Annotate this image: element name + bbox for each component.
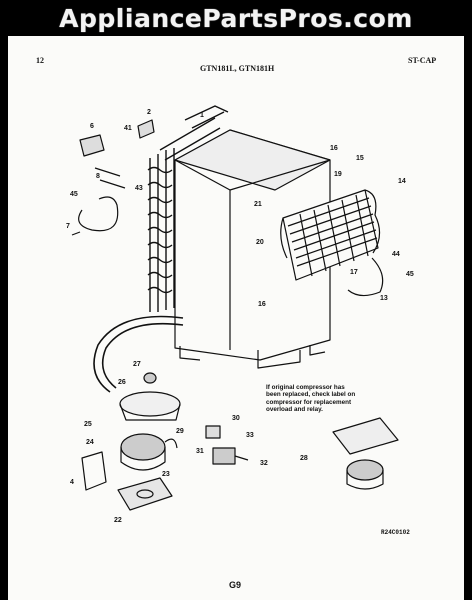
watermark: AppliancePartsPros.com [59, 4, 413, 33]
callout: 30 [232, 415, 240, 422]
condenser-coil [147, 105, 229, 312]
diagram-code: R24C0102 [381, 529, 410, 536]
callout: 23 [162, 471, 170, 478]
callout: 32 [260, 460, 268, 467]
callout: 19 [334, 171, 342, 178]
note-line: overload and relay. [266, 406, 323, 414]
callout: 45 [406, 271, 414, 278]
callout: 29 [176, 428, 184, 435]
callout: 13 [380, 295, 388, 302]
callout: 21 [254, 201, 262, 208]
callout: 7 [66, 223, 70, 230]
section-code: ST-CAP [408, 56, 437, 65]
callout: 16 [330, 145, 338, 152]
callout: 15 [356, 155, 364, 162]
relay-parts [205, 425, 249, 465]
callout: 6 [90, 123, 94, 130]
callout: 33 [246, 432, 254, 439]
side-bracket [81, 451, 107, 491]
callout: 17 [350, 269, 358, 276]
refrigerator-cabinet [174, 129, 331, 369]
callout: 28 [300, 455, 308, 462]
model-numbers: GTN181L, GTN181H [200, 64, 275, 73]
evaporator-coil [280, 189, 381, 281]
drain-pan [119, 372, 181, 421]
callout: 26 [118, 379, 126, 386]
callout: 2 [147, 109, 151, 116]
replacement-compressor [332, 417, 399, 490]
note-line: If original compressor has [266, 384, 345, 391]
drain-tube [93, 315, 184, 393]
callout: 45 [70, 191, 78, 198]
callout: 25 [84, 421, 92, 428]
note-line: compressor for replacement [266, 398, 352, 406]
cord-and-bracket [71, 119, 155, 236]
callout: 20 [256, 239, 264, 246]
callout: 22 [114, 517, 122, 524]
compressor-note: If original compressor has been replaced… [266, 384, 355, 414]
page-footer: G9 [229, 580, 242, 590]
compressor-mount [117, 477, 173, 511]
callout: 27 [133, 361, 141, 368]
callout: 31 [196, 448, 204, 455]
callout: 4 [70, 479, 74, 486]
callout: 8 [96, 173, 100, 180]
callout: 14 [398, 178, 406, 185]
page-number: 12 [36, 56, 44, 65]
callout: 16 [258, 301, 266, 308]
callout: 41 [124, 125, 132, 132]
suction-line [347, 257, 384, 297]
callout: 1 [200, 112, 204, 119]
compressor [120, 433, 178, 471]
note-line: been replaced, check label on [266, 391, 356, 399]
callout: 24 [86, 439, 94, 446]
callout: 43 [135, 185, 143, 192]
callout: 44 [392, 251, 400, 258]
